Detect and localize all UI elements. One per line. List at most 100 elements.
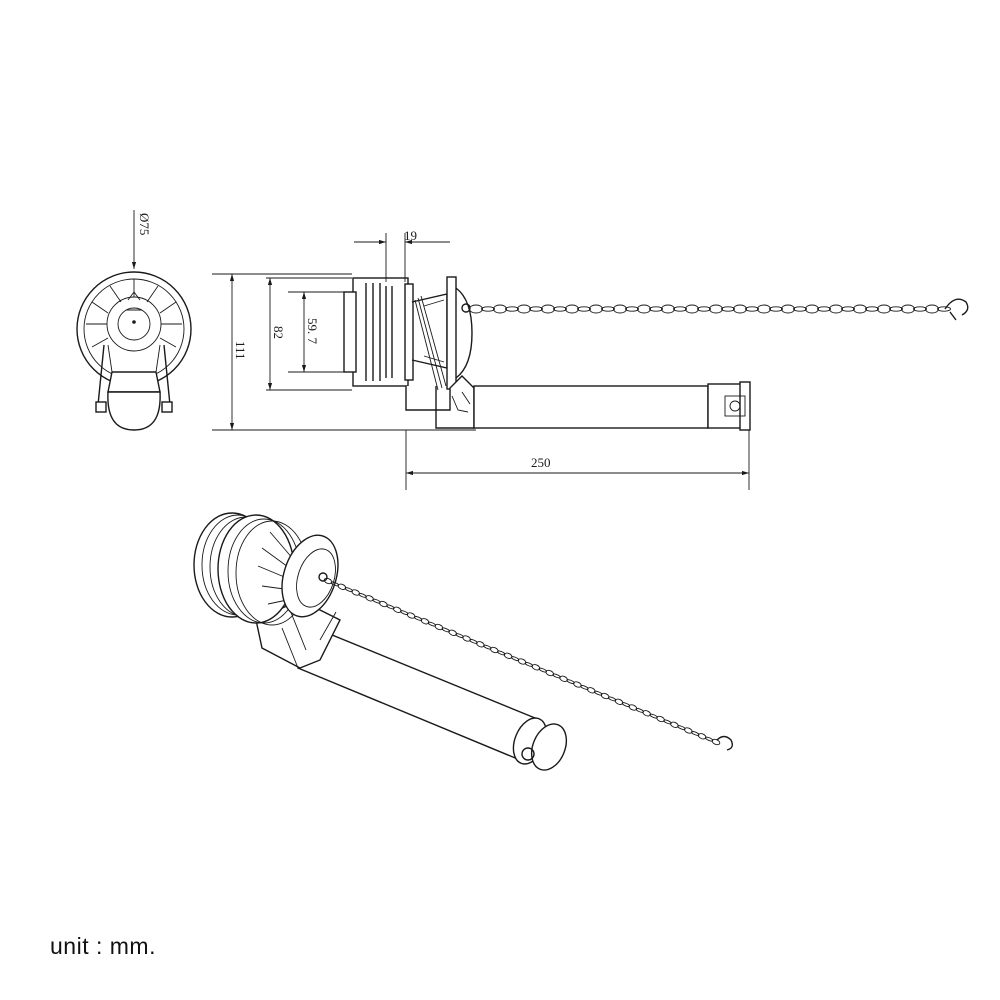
- chain-link: [793, 306, 807, 312]
- chain-link: [613, 304, 627, 314]
- chain-link: [505, 306, 519, 312]
- chain-link: [865, 306, 879, 312]
- dimension-82: 82: [266, 277, 352, 391]
- chain-link: [577, 306, 591, 312]
- side-view: [343, 276, 751, 431]
- isometric-chain-link: [476, 641, 485, 648]
- isometric-chain-link: [559, 675, 568, 682]
- chain-link: [817, 306, 831, 312]
- isometric-chain-link: [614, 698, 624, 705]
- isometric-chain-link: [635, 707, 644, 713]
- isometric-chain-link: [365, 595, 374, 602]
- isometric-chain-link: [677, 725, 686, 731]
- chain-link: [877, 304, 891, 314]
- isometric-chain-link: [704, 736, 714, 742]
- isometric-chain-link: [441, 627, 450, 633]
- chain-link: [721, 306, 735, 312]
- dimension-59-7: 59. 7: [288, 291, 344, 373]
- dimension-111: 111: [212, 273, 476, 431]
- dim-label-59-7: 59. 7: [305, 318, 320, 345]
- isometric-chain-link: [656, 715, 665, 723]
- isometric-chain-link: [400, 610, 409, 616]
- isometric-chain-link: [587, 687, 596, 694]
- chain-link: [889, 306, 903, 312]
- chain-link: [517, 304, 531, 314]
- chain-link: [553, 306, 567, 312]
- chain-link: [709, 304, 723, 314]
- dim-label-82: 82: [271, 326, 286, 339]
- isometric-chain-link: [448, 629, 457, 636]
- isometric-chain-link: [517, 658, 527, 665]
- isometric-chain-link: [413, 615, 423, 621]
- isometric-chain-link: [393, 606, 402, 613]
- chain-link: [469, 304, 483, 314]
- chain-link: [697, 306, 711, 312]
- chain-link: [625, 306, 639, 312]
- chain-link: [853, 304, 867, 314]
- chain-hook: [944, 298, 969, 321]
- isometric-chain-link: [351, 589, 360, 596]
- isometric-view: [193, 512, 568, 771]
- chain-link: [661, 304, 675, 314]
- chain-link: [481, 306, 495, 312]
- chain-link: [493, 304, 507, 314]
- chain-link: [685, 304, 699, 314]
- isometric-chain-link: [462, 635, 471, 642]
- isometric-chain-link: [538, 667, 547, 673]
- isometric-chain-link: [323, 577, 333, 585]
- isometric-chain-link: [386, 604, 395, 610]
- isometric-chain-link: [566, 679, 575, 685]
- isometric-chain-link: [711, 738, 721, 746]
- isometric-chain-link: [545, 669, 554, 677]
- isometric-chain-link: [580, 684, 589, 690]
- isometric-chain-link: [670, 721, 679, 728]
- dim-label-diameter: Ø75: [137, 213, 152, 235]
- dim-label-19: 19: [404, 228, 417, 243]
- isometric-chain: [323, 577, 721, 746]
- chain-link: [913, 306, 927, 312]
- dimension-diameter-75: Ø75: [131, 210, 152, 269]
- isometric-chain-link: [691, 730, 700, 736]
- isometric-chain-link: [420, 618, 430, 625]
- dimension-19: 19: [354, 228, 450, 282]
- front-view: [76, 271, 192, 431]
- isometric-chain-link: [663, 719, 672, 725]
- chain: [469, 304, 951, 314]
- isometric-chain-link: [697, 733, 707, 740]
- isometric-chain-link: [483, 644, 492, 650]
- chain-link: [781, 304, 795, 314]
- unit-label: unit : mm.: [50, 933, 156, 959]
- isometric-chain-link: [531, 664, 541, 671]
- chain-link: [769, 306, 783, 312]
- chain-link: [649, 306, 663, 312]
- dim-label-111: 111: [233, 341, 248, 360]
- chain-link: [673, 306, 687, 312]
- chain-link: [805, 304, 819, 314]
- chain-link: [589, 304, 603, 314]
- chain-link: [757, 304, 771, 314]
- chain-link: [901, 304, 915, 314]
- isometric-chain-link: [337, 583, 347, 590]
- isometric-chain-link: [469, 638, 478, 644]
- chain-link: [841, 306, 855, 312]
- chain-link: [829, 304, 843, 314]
- isometric-chain-link: [344, 587, 353, 593]
- chain-link: [565, 304, 579, 314]
- isometric-chain-link: [434, 623, 444, 631]
- dim-label-250: 250: [531, 455, 551, 470]
- chain-link: [529, 306, 543, 312]
- isometric-chain-link: [628, 704, 638, 711]
- chain-link: [601, 306, 615, 312]
- isometric-chain-link: [497, 650, 506, 656]
- dimension-250: 250: [405, 430, 750, 490]
- chain-link: [541, 304, 555, 314]
- chain-link: [937, 306, 951, 312]
- isometric-chain-link: [490, 646, 499, 654]
- chain-link: [745, 306, 759, 312]
- isometric-chain-link: [510, 656, 520, 662]
- isometric-chain-link: [607, 696, 617, 702]
- isometric-chain-link: [503, 652, 513, 659]
- isometric-chain-link: [372, 598, 381, 604]
- chain-link: [637, 304, 651, 314]
